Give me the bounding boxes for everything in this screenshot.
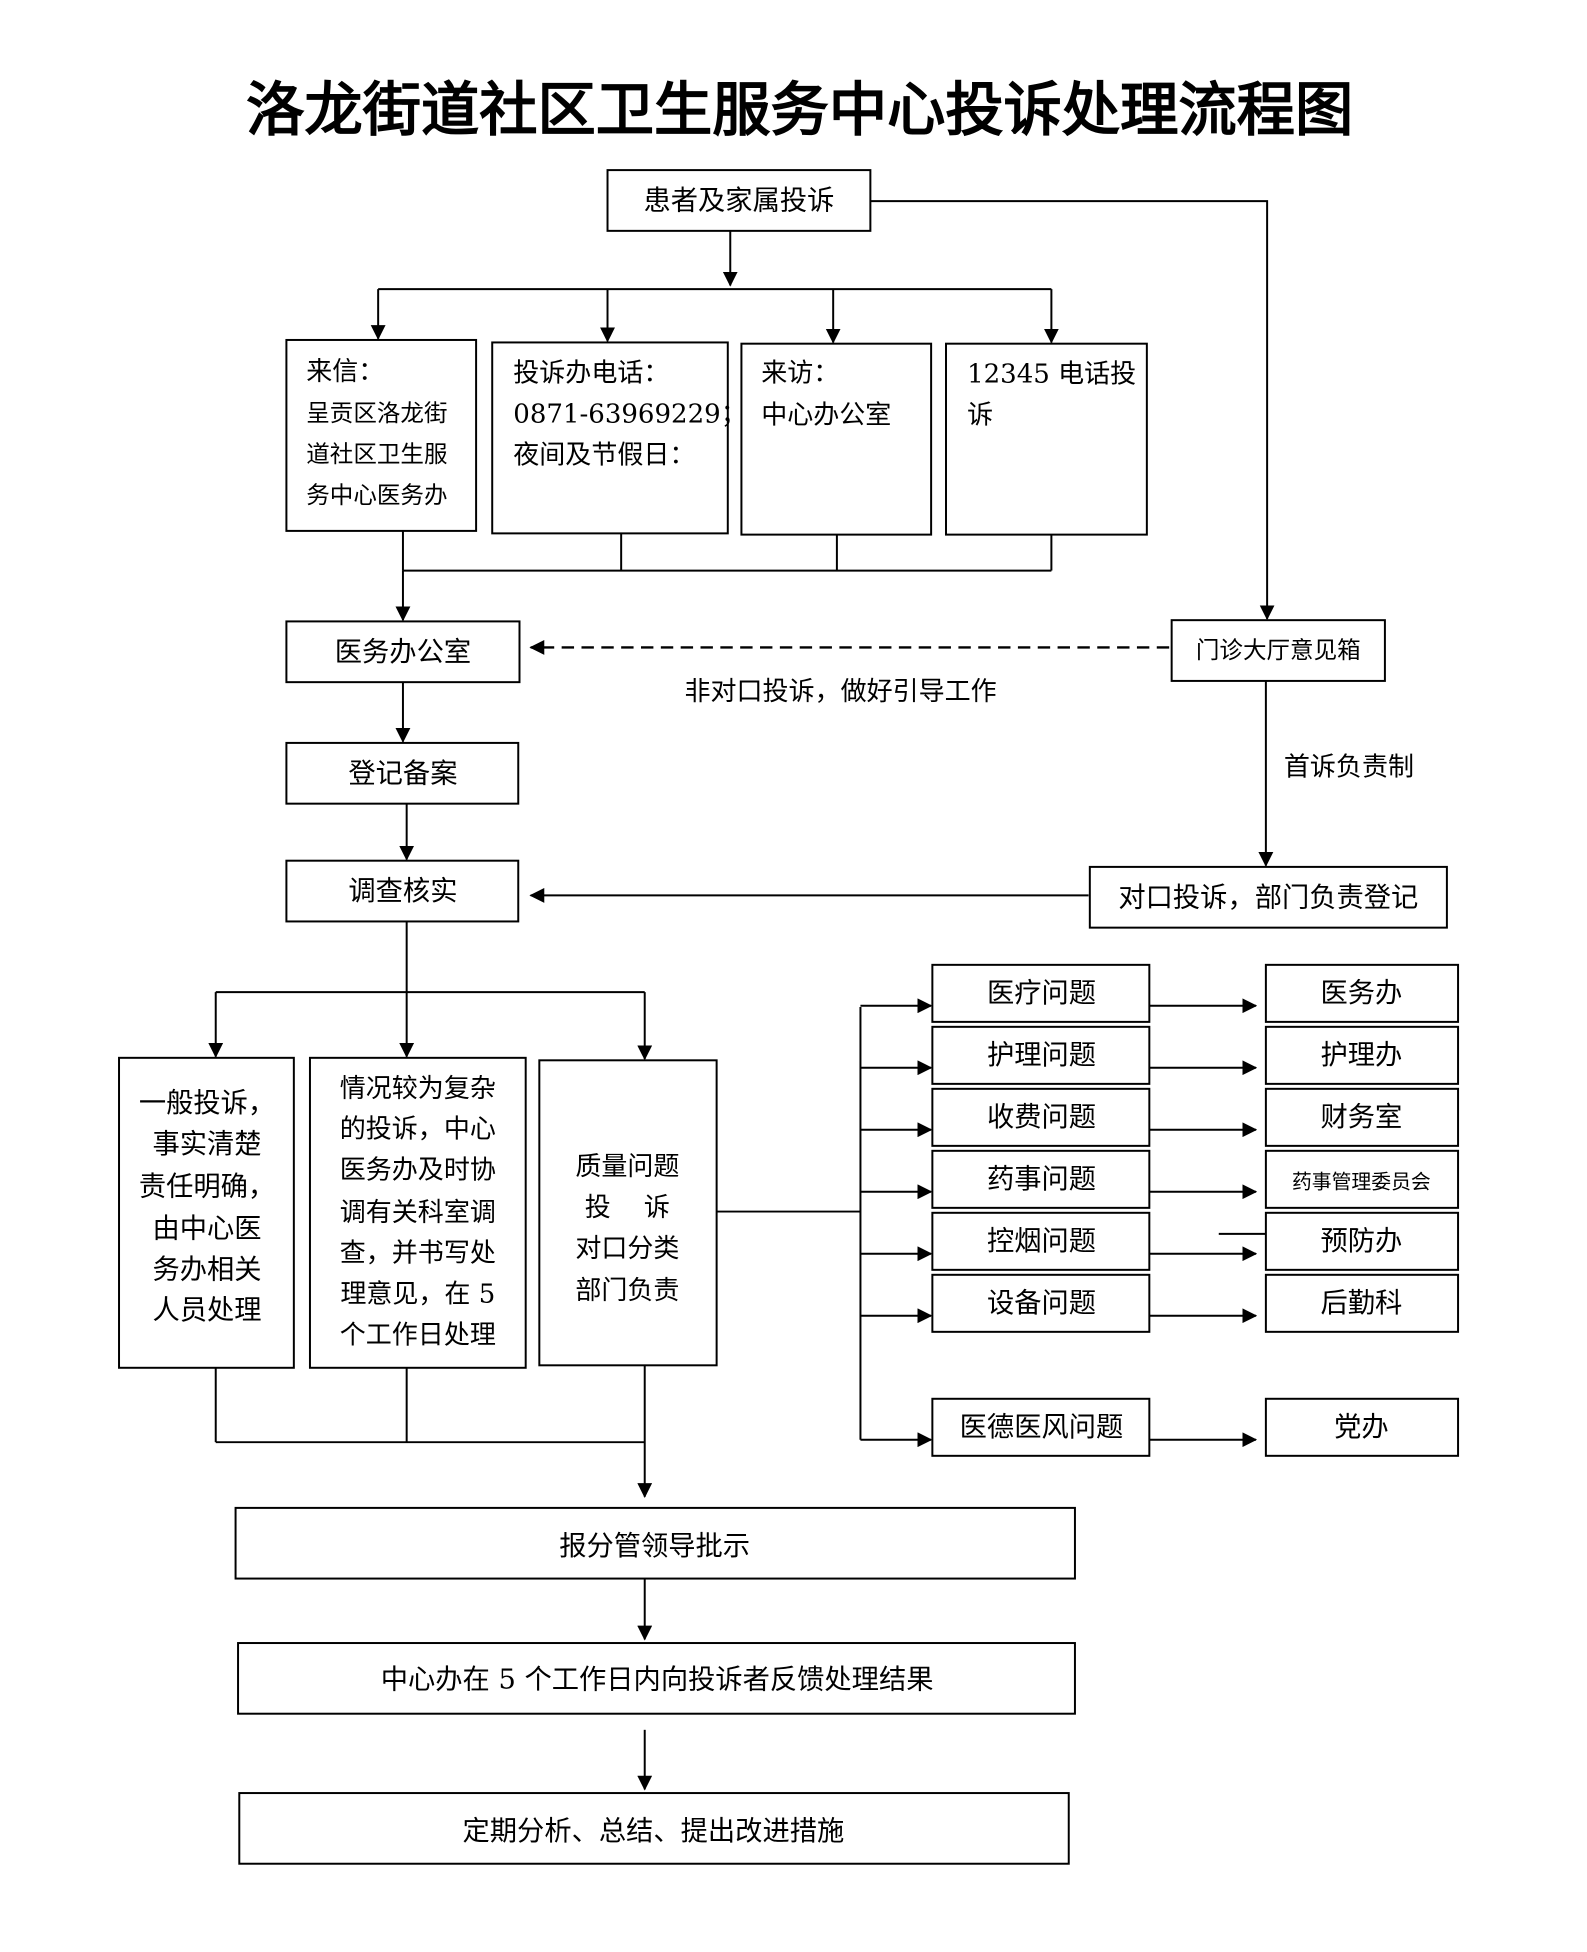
node-label-general: 责任明确， [139,1171,275,1202]
node-label-category: 控烟问题 [987,1226,1096,1257]
node-label-department: 后勤科 [1320,1288,1402,1319]
node-label-quality: 质量问题 [575,1152,679,1182]
node-label-general: 事实清楚 [153,1129,262,1160]
node-label-hotline: 诉 [967,401,993,431]
node-label-visit: 中心办公室 [761,401,891,431]
node-label-general: 务办相关 [153,1254,262,1285]
node-label-visit: 来访： [761,358,839,388]
node-box-category [931,1149,1151,1209]
node-label-complex: 调有关科室调 [340,1198,496,1228]
node-label-general: 人员处理 [153,1295,262,1326]
node-box-feedback [237,1642,1076,1715]
node-label-department: 党办 [1334,1412,1389,1443]
node-label-register: 登记备案 [348,758,457,789]
node-box-investigate [285,859,520,923]
node-label-category: 药事问题 [987,1164,1096,1195]
node-label-complex: 医务办及时协 [340,1156,496,1186]
node-box-general [118,1056,295,1369]
node-label-letter: 来信： [306,357,384,387]
node-label-suggestion-box: 门诊大厅意见箱 [1196,636,1361,664]
node-label-category: 医德医风问题 [960,1412,1124,1443]
node-label-department: 预防办 [1320,1226,1402,1257]
node-label-general: 由中心医 [153,1213,262,1244]
node-label-category: 设备问题 [987,1288,1096,1319]
node-label-complex: 查，并书写处 [340,1239,496,1269]
node-box-category [931,1087,1151,1147]
node-box-phone [491,341,729,535]
page-title: 洛龙街道社区卫生服务中心投诉处理流程图 [246,75,1353,144]
node-box-complaint-source [606,169,872,232]
node-box-quality [538,1059,718,1367]
node-label-category: 医疗问题 [987,978,1096,1009]
node-box-department [1264,963,1460,1023]
node-box-department [1264,1273,1460,1333]
node-label-feedback: 中心办在 5 个工作日内向投诉者反馈处理结果 [381,1665,934,1696]
node-box-department [1264,1149,1460,1209]
node-label-complex: 理意见，在 5 [340,1280,495,1310]
node-box-department [1264,1397,1460,1457]
category-row-medical: 医疗问题 医务办 [860,963,1460,1023]
node-label-department: 医务办 [1320,978,1402,1009]
node-box-category [931,1273,1151,1333]
node-label-letter: 务中心医务办 [306,481,447,509]
node-label-complex: 情况较为复杂 [340,1074,496,1104]
category-row-nursing: 护理问题 护理办 [860,1025,1460,1085]
node-box-category [931,963,1151,1023]
node-box-category [931,1025,1151,1085]
node-label-dept-register: 对口投诉，部门负责登记 [1118,882,1418,913]
node-label-investigate: 调查核实 [348,876,457,907]
node-box-report [234,1506,1076,1580]
node-box-dept-register [1088,865,1448,929]
node-label-phone: 夜间及节假日： [513,440,695,470]
node-label-department: 财务室 [1320,1102,1402,1133]
node-box-category [931,1397,1151,1457]
node-box-register [285,741,520,805]
node-label-medical-office: 医务办公室 [335,637,471,668]
edge-label-first-responsibility: 首诉负责制 [1284,753,1414,783]
node-label-report: 报分管领导批示 [559,1531,750,1562]
node-box-visit [740,342,933,536]
node-box-department [1264,1211,1460,1271]
category-row-pharmacy: 药事问题 药事管理委员会 [860,1149,1460,1209]
node-label-quality: 投 诉 [585,1193,670,1223]
node-label-hotline: 12345 电话投 [967,360,1136,390]
node-label-quality: 对口分类 [575,1234,679,1264]
category-row-equipment: 设备问题 后勤科 [860,1273,1460,1333]
node-box-letter [285,338,478,532]
node-label-department: 护理办 [1320,1040,1402,1071]
node-box-analysis [238,1792,1070,1865]
node-label-department: 药事管理委员会 [1292,1170,1431,1193]
node-label-phone: 0871-63969229； [513,399,746,429]
node-box-hotline [945,342,1148,536]
node-box-category [931,1211,1151,1271]
flow-arrow [870,200,1275,621]
node-label-complex: 的投诉，中心 [340,1115,496,1145]
node-label-letter: 呈贡区洛龙街 [306,399,447,427]
node-box-complex [308,1056,527,1369]
category-row-billing: 收费问题 财务室 [860,1087,1460,1147]
node-label-analysis: 定期分析、总结、提出改进措施 [463,1816,845,1847]
node-label-category: 护理问题 [987,1040,1096,1071]
node-label-complaint-source: 患者及家属投诉 [644,186,835,217]
node-label-phone: 投诉办电话： [513,358,669,388]
node-label-letter: 道社区卫生服 [306,440,447,468]
node-label-general: 一般投诉， [139,1088,275,1119]
node-box-department [1264,1025,1460,1085]
edge-label-non-matching: 非对口投诉，做好引导工作 [685,677,997,707]
node-label-quality: 部门负责 [575,1276,679,1306]
node-box-suggestion-box [1170,619,1386,682]
node-label-category: 收费问题 [987,1102,1096,1133]
category-row-ethics: 医德医风问题 党办 [860,1397,1460,1457]
node-box-department [1264,1087,1460,1147]
category-row-tobacco: 控烟问题 预防办 [860,1211,1460,1271]
node-label-complex: 个工作日处理 [340,1321,496,1351]
